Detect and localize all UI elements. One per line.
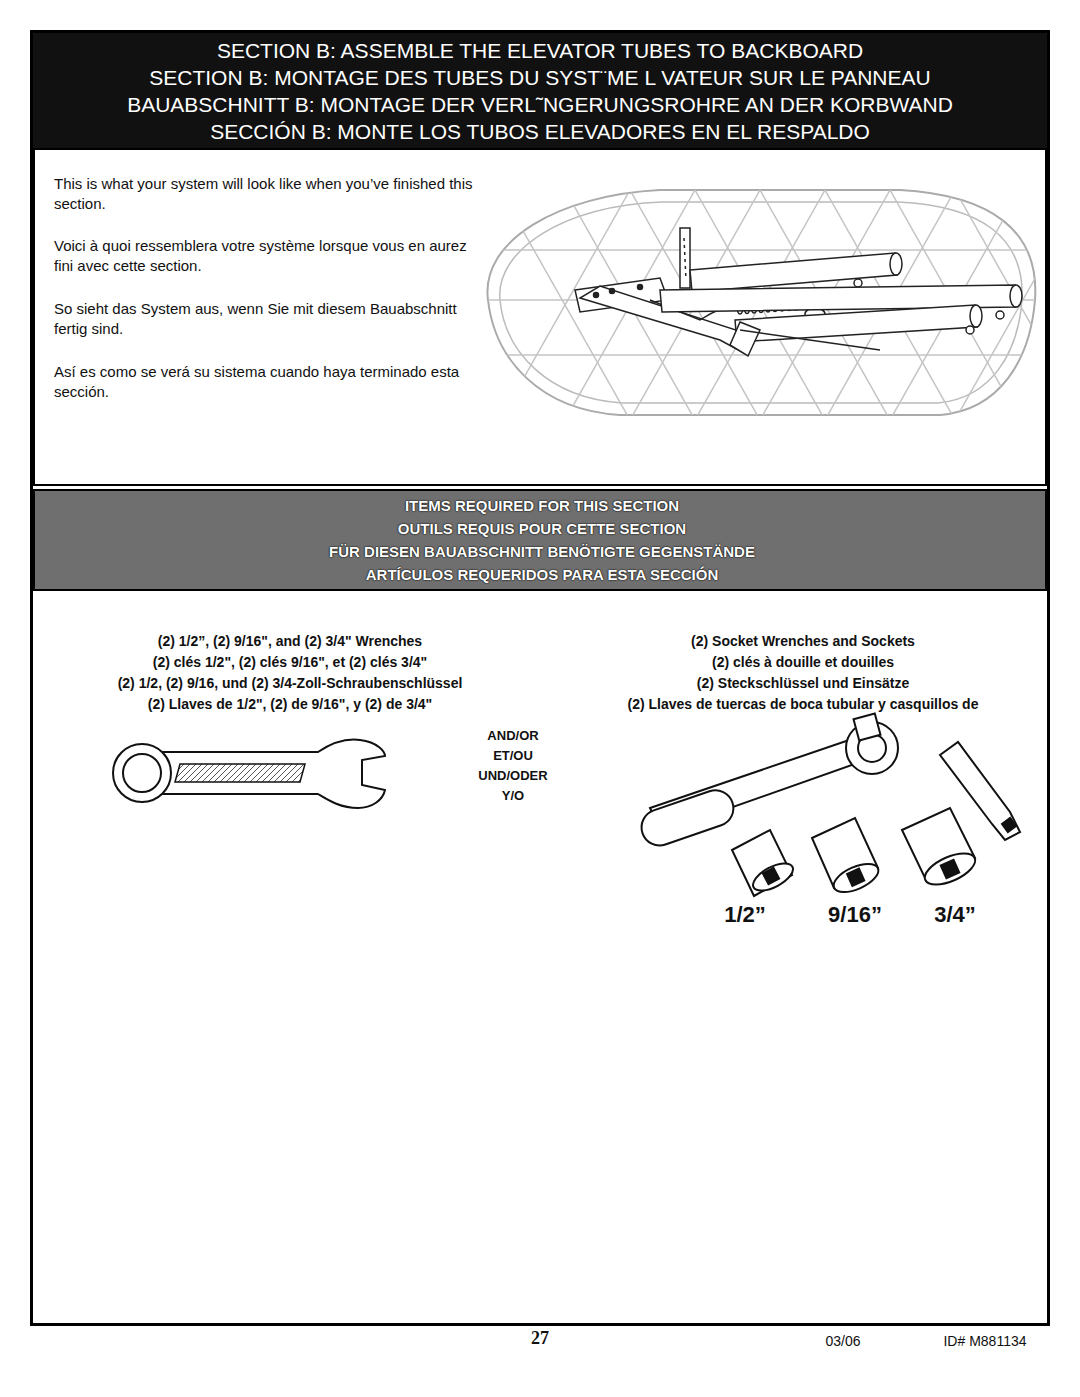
section-title: SECTION B: ASSEMBLE THE ELEVATOR TUBES T…: [33, 37, 1047, 65]
document-id: ID# M881134: [943, 1333, 1026, 1349]
tool-label: (2) 1/2, (2) 9/16, und (2) 3/4-Zoll-Schr…: [50, 674, 530, 693]
preview-panel: This is what your system will look like …: [33, 148, 1047, 486]
intro-paragraph: Así es como se verá su sistema cuando ha…: [54, 362, 474, 403]
band-heading: FÜR DIESEN BAUABSCHNITT BENÖTIGTE GEGENS…: [35, 542, 1049, 562]
page-frame: [32, 32, 1049, 1325]
band-heading: ARTÍCULOS REQUERIDOS PARA ESTA SECCIÓN: [35, 565, 1049, 585]
tool-label: (2) Llaves de tuercas de boca tubular y …: [560, 695, 1046, 714]
items-band: ITEMS REQUIRED FOR THIS SECTION OUTILS RE…: [33, 489, 1047, 591]
intro-paragraph: Voici à quoi ressemblera votre système l…: [54, 236, 474, 277]
tools-panel: (2) 1/2”, (2) 9/16", and (2) 3/4" Wrench…: [33, 594, 1047, 1322]
tool-label: (2) clés 1/2", (2) clés 9/16", et (2) cl…: [50, 653, 530, 672]
band-heading: OUTILS REQUIS POUR CETTE SECTION: [35, 519, 1049, 539]
size-label: 3/4”: [934, 902, 976, 928]
date-code: 03/06: [825, 1333, 860, 1349]
section-title: BAUABSCHNITT B: MONTAGE DER VERL˜NGERUNG…: [33, 91, 1047, 119]
tool-label: (2) Steckschlüssel und Einsätze: [560, 674, 1046, 693]
band-heading: ITEMS REQUIRED FOR THIS SECTION: [35, 496, 1049, 516]
tool-label: (2) clés à douille et douilles: [560, 653, 1046, 672]
socket-wrench-illustration: [637, 714, 1020, 898]
page-number: 27: [531, 1328, 549, 1349]
size-label: 9/16”: [828, 902, 882, 928]
tool-label: Y/O: [453, 787, 573, 805]
tool-label: ET/OU: [453, 747, 573, 765]
elevator-tubes: [575, 228, 1022, 356]
tool-label: (2) 1/2”, (2) 9/16", and (2) 3/4" Wrench…: [50, 632, 530, 651]
tool-label: (2) Llaves de 1/2", (2) de 9/16", y (2) …: [50, 695, 530, 714]
wrench-illustration: [113, 740, 385, 808]
intro-paragraph: This is what your system will look like …: [54, 174, 474, 215]
size-label: 1/2”: [724, 902, 766, 928]
tool-label: UND/ODER: [453, 767, 573, 785]
title-band: SECTION B: ASSEMBLE THE ELEVATOR TUBES T…: [33, 33, 1047, 148]
section-title: SECTION B: MONTAGE DES TUBES DU SYST¨ME …: [33, 64, 1047, 92]
tool-label: AND/OR: [453, 727, 573, 745]
section-title: SECCIÓN B: MONTE LOS TUBOS ELEVADORES EN…: [33, 118, 1047, 146]
backboard-illustration: [480, 190, 1080, 420]
tool-label: (2) Socket Wrenches and Sockets: [560, 632, 1046, 651]
intro-paragraph: So sieht das System aus, wenn Sie mit di…: [54, 299, 474, 340]
